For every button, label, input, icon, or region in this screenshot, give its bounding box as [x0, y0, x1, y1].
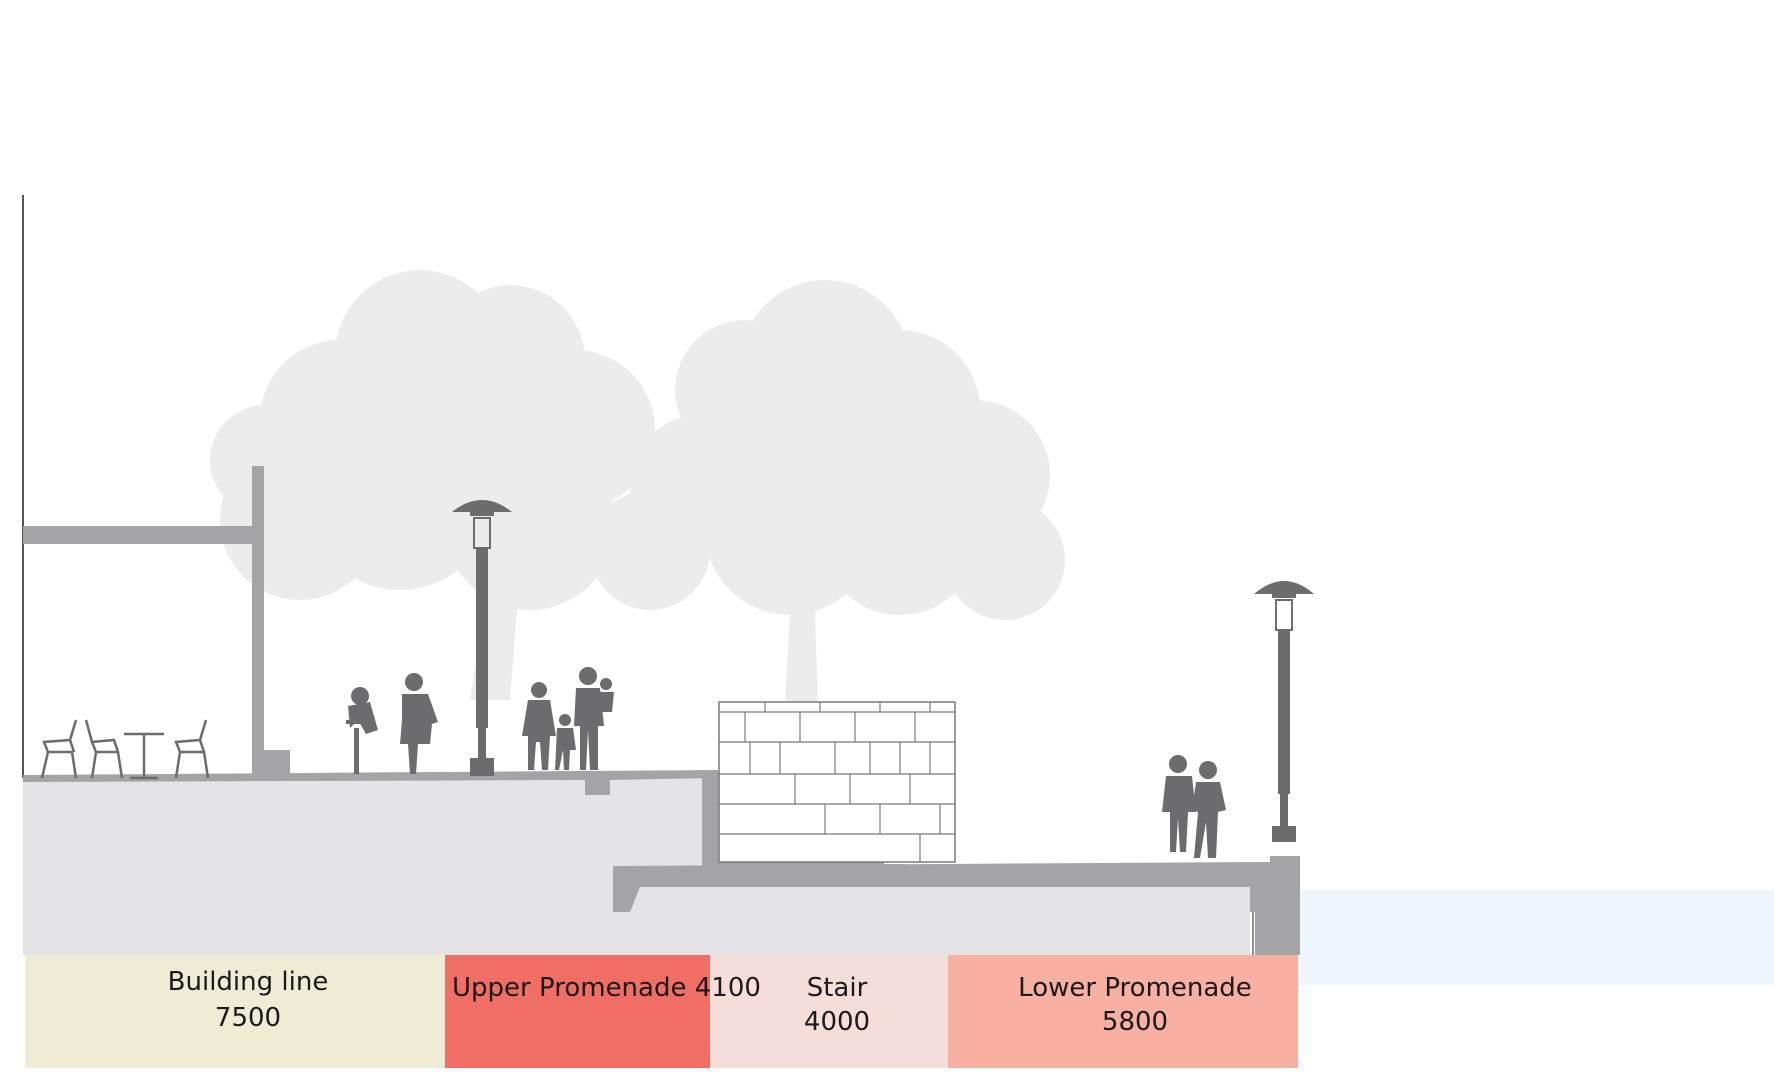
zone-building-line-label: Building line — [168, 967, 329, 997]
zone-lower-promenade — [948, 955, 1298, 1068]
cafe-chair-icon — [84, 719, 124, 779]
street-lamp-icon — [452, 500, 512, 776]
pedestrian-icon — [400, 673, 438, 774]
zone-lower-promenade-label: Lower Promenade — [1018, 973, 1252, 1003]
water-area — [1298, 890, 1774, 985]
lower-promenade-slab — [613, 862, 1270, 912]
ground-section — [23, 772, 1250, 955]
zone-upper-promenade-label: Upper Promenade 4100 — [452, 973, 761, 1003]
cafe-chair-icon — [40, 719, 78, 779]
stone-wall — [718, 701, 956, 863]
family-icon — [522, 667, 614, 770]
tree-icon — [590, 280, 1065, 705]
zone-upper-promenade — [445, 955, 710, 1068]
zone-stair — [710, 955, 948, 1068]
tree-icon — [210, 270, 655, 700]
couple-icon — [1162, 755, 1226, 858]
quay-wall-joint — [1252, 912, 1254, 955]
cyclist-icon — [346, 687, 378, 774]
zone-lower-promenade-value: 5800 — [1102, 1007, 1168, 1037]
street-lamp-icon — [1254, 581, 1314, 842]
stair-retaining-wall — [702, 772, 718, 866]
upper-promenade-surface — [23, 770, 718, 795]
zone-bands — [25, 955, 1298, 1068]
zone-stair-value: 4000 — [804, 1007, 870, 1037]
canopy-beam — [23, 526, 253, 544]
quay-wall — [1250, 856, 1300, 955]
canopy-post — [252, 466, 264, 778]
zone-building-line — [25, 955, 445, 1068]
cafe-table-icon — [124, 732, 164, 780]
cafe-chair-icon — [174, 719, 210, 779]
zone-stair-label: Stair — [807, 973, 868, 1003]
zone-building-line-value: 7500 — [215, 1003, 281, 1033]
